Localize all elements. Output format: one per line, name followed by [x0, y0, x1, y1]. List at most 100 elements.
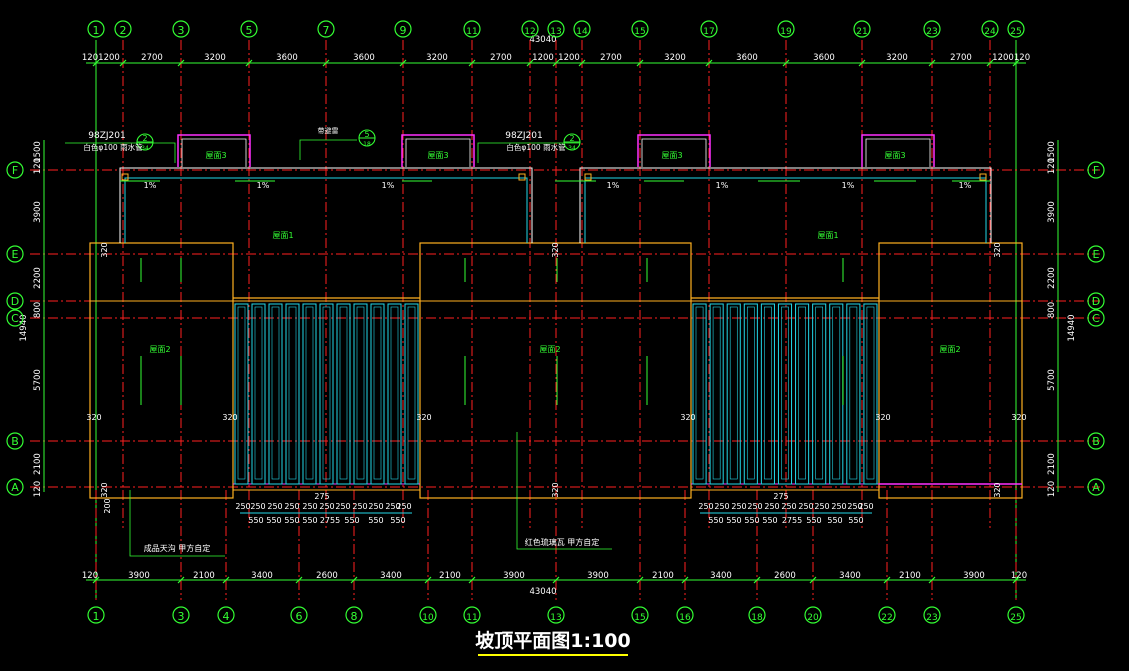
stair-width-left: 250	[284, 502, 299, 511]
dim-text-bottom: 3400	[380, 571, 402, 581]
stair-tread	[812, 303, 827, 485]
note-left: 成品天沟 甲方自定	[144, 543, 211, 553]
axis-bubble-top	[853, 20, 871, 38]
stair-tread-inner	[798, 306, 806, 480]
row-bubble-right	[1087, 245, 1105, 263]
stair-tread-inner	[407, 306, 416, 480]
axis-bubble-top	[172, 20, 190, 38]
stair-width-right: 250	[714, 502, 729, 511]
row-label-left: D	[11, 295, 19, 308]
dim-text-side: 120	[33, 158, 43, 174]
stair-tread-inner	[288, 306, 297, 480]
dim-tick	[177, 59, 185, 67]
dim-text-top: 2700	[490, 53, 512, 63]
axis-label-top: 7	[323, 24, 330, 37]
stair-tread-inner	[695, 306, 704, 480]
axis-grid-lines	[30, 40, 1100, 600]
dim-text-side: 2100	[1047, 453, 1057, 475]
label-roof3: 屋面3	[427, 151, 448, 160]
label-wall-320: 320	[100, 242, 109, 257]
drain-note-right: 白色φ100 雨水管	[506, 142, 566, 152]
callout-right-sheet: 34	[568, 145, 576, 152]
stair-tread	[777, 303, 793, 485]
dim-text-bottom: 120	[82, 571, 98, 581]
axis-label-bottom: 10	[422, 613, 434, 623]
dim-tick	[928, 576, 936, 584]
drain-note-left: 白色φ100 雨水管	[83, 142, 143, 152]
row-label-left: F	[12, 164, 18, 177]
dim-tick	[399, 59, 407, 67]
drain-marker	[584, 173, 592, 181]
stair-tread-inner	[254, 306, 263, 480]
axis-bubble-bottom	[172, 606, 190, 624]
dim-tick	[705, 59, 713, 67]
axis-bubble-bottom	[1007, 606, 1025, 624]
axis-bubble-top	[981, 20, 999, 38]
axis-bubble-bottom	[217, 606, 235, 624]
stair-tread	[795, 303, 810, 485]
dim-text-bottom: 3900	[587, 571, 609, 581]
dim-tick	[986, 59, 994, 67]
axis-label-bottom: 1	[93, 610, 100, 623]
row-bubble-left	[6, 432, 24, 450]
stair-width-left: 250	[302, 502, 317, 511]
stair-width-right: 250	[731, 502, 746, 511]
stair-tread	[353, 303, 368, 485]
stair-tread-inner	[781, 306, 789, 480]
stair-tread-inner	[271, 306, 280, 480]
axis-label-top: 1	[93, 24, 100, 37]
label-slope: 1%	[257, 181, 270, 190]
dim-text-top: 1200	[532, 53, 554, 63]
row-bubble-left	[6, 309, 24, 327]
label-roof2: 屋面2	[539, 345, 560, 354]
dim-text-side: 800	[1047, 302, 1057, 318]
axis-label-top: 2	[120, 24, 127, 37]
stair-width-left: 250	[368, 502, 383, 511]
drain-marker	[979, 173, 987, 181]
stair-tread-inner	[356, 306, 365, 480]
stair-width-right: 250	[698, 502, 713, 511]
dim-tick	[681, 576, 689, 584]
axis-label-top: 13	[550, 27, 561, 37]
label-wall-320: 320	[222, 413, 237, 422]
stair-width-right: 250	[764, 502, 779, 511]
label-slope: 1%	[382, 181, 395, 190]
dim-text-side: 3900	[1047, 201, 1057, 223]
stair-tread-inner	[322, 306, 331, 480]
dim-text-bottom: 2600	[774, 571, 796, 581]
stair-tread	[285, 303, 300, 485]
parapet-box	[401, 134, 475, 167]
leader-line	[65, 142, 176, 163]
stair-width-left: 250	[396, 502, 411, 511]
dim-text-top: 1200	[558, 53, 580, 63]
stair-lower-right: 550	[806, 516, 821, 525]
dim-text-bottom: 3400	[710, 571, 732, 581]
stair-lower-left: 550	[266, 516, 281, 525]
label-wall-320: 320	[416, 413, 431, 422]
label-roof3: 屋面3	[884, 151, 905, 160]
drain-marker	[518, 173, 526, 181]
axis-label-bottom: 15	[634, 613, 645, 623]
axis-bubble-top	[777, 20, 795, 38]
row-bubble-left	[6, 161, 24, 179]
axis-label-top: 15	[634, 27, 645, 37]
stair-width-left: 250	[385, 502, 400, 511]
stair-tread	[336, 303, 351, 485]
callout-b-label: 带避雷	[318, 126, 339, 135]
stair-lower-right: 550	[708, 516, 723, 525]
dim-total-top: 43040	[529, 35, 556, 45]
stair-width-left: 250	[250, 502, 265, 511]
dim-text-top: 1200	[992, 53, 1014, 63]
dim-total-bottom: 43040	[529, 587, 556, 597]
dim-text-side: 1500	[33, 141, 43, 163]
dim-tick	[552, 576, 560, 584]
stair-tread	[251, 303, 266, 485]
roof-block-outline	[878, 242, 1023, 499]
axis-bubble-top	[114, 20, 132, 38]
label-wall-320: 320	[875, 413, 890, 422]
axis-label-bottom: 11	[466, 613, 477, 623]
dim-text-bottom: 2100	[652, 571, 674, 581]
dim-tick	[222, 576, 230, 584]
